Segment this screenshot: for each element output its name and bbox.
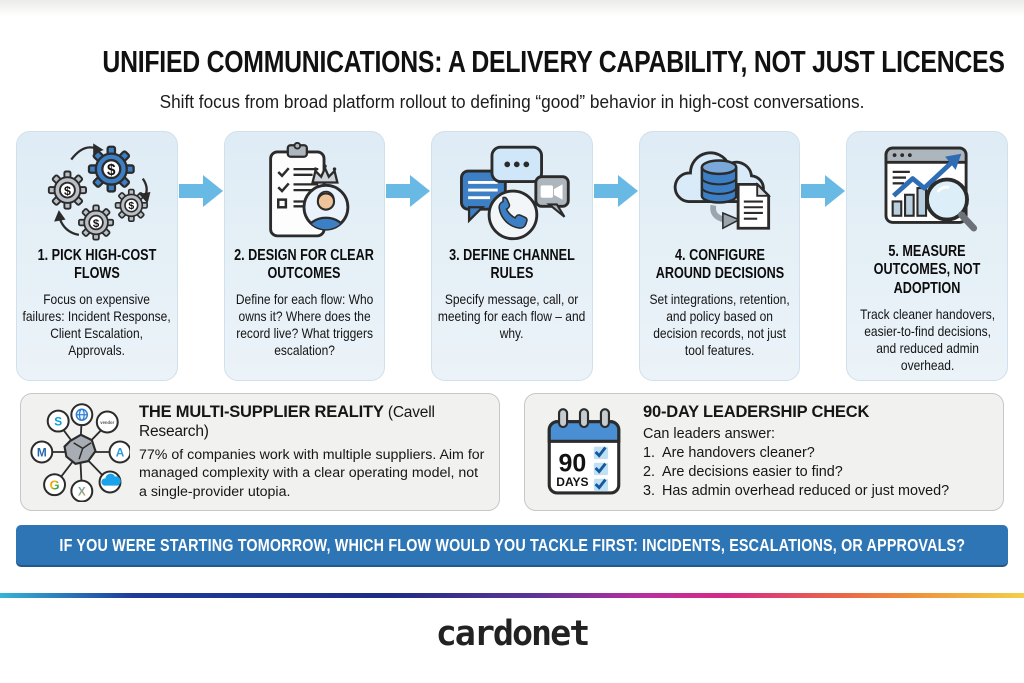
flow-arrow-icon [593,131,639,381]
list-item: 1. Are handovers cleaner? [643,444,991,463]
multi-supplier-content: THE MULTI-SUPPLIER REALITY (Cavell Resea… [139,403,487,501]
step-heading: 3. DEFINE CHANNEL RULES [449,247,575,283]
leadership-check-intro: Can leaders answer: [643,425,775,442]
question-banner-text: IF YOU WERE STARTING TOMORROW, WHICH FLO… [59,534,965,555]
process-steps-row: $ $ $ $ 1. PICK HIGH-COST FLOWS Focus on… [0,131,1024,381]
footer: cardonet [0,598,1024,670]
info-row: S vendor M A G X THE MULTI-SUPPLIER REAL… [0,393,1024,511]
list-item-number: 1. [643,444,656,461]
svg-text:G: G [50,477,60,492]
svg-text:DAYS: DAYS [556,475,588,489]
multi-supplier-box: S vendor M A G X THE MULTI-SUPPLIER REAL… [20,393,500,511]
step-heading: 2. DESIGN FOR CLEAR OUTCOMES [234,247,375,283]
flow-arrow-icon [385,131,431,381]
gears-dollar-icon: $ $ $ $ [35,140,159,244]
flow-arrow-icon [800,131,846,381]
step-card-4: 4. CONFIGURE AROUND DECISIONS Set integr… [638,131,801,381]
step-heading: 4. CONFIGURE AROUND DECISIONS [655,247,784,283]
page-subtitle: Shift focus from broad platform rollout … [159,91,865,112]
list-item: 2. Are decisions easier to find? [643,463,991,482]
calendar-90-days-icon: 90 DAYS [533,402,635,502]
svg-text:$: $ [64,184,71,198]
svg-text:S: S [54,415,62,429]
step-heading: 5. MEASURE OUTCOMES, NOT ADOPTION [873,243,981,297]
flow-arrow-icon [178,131,224,381]
multi-supplier-title: THE MULTI-SUPPLIER REALITY (Cavell Resea… [139,402,435,440]
multi-supplier-body: 77% of companies work with multiple supp… [139,446,485,500]
svg-text:$: $ [107,162,116,179]
svg-text:$: $ [93,218,100,230]
step-card-1: $ $ $ $ 1. PICK HIGH-COST FLOWS Focus on… [16,131,178,381]
svg-text:M: M [37,446,47,460]
step-body: Define for each flow: Who owns it? Where… [235,292,374,359]
analytics-magnifier-icon [865,140,989,240]
cardonet-logo: cardonet [435,614,591,654]
top-edge-shade [0,0,1024,16]
leadership-check-content: 90-DAY LEADERSHIP CHECK Can leaders answ… [643,403,991,501]
list-item-text: Has admin overhead reduced or just moved… [662,483,950,500]
page-title: UNIFIED COMMUNICATIONS: A DELIVERY CAPAB… [102,44,1005,79]
question-banner: IF YOU WERE STARTING TOMORROW, WHICH FLO… [16,525,1008,565]
cloud-database-record-icon [658,140,782,244]
list-item: 3. Has admin overhead reduced or just mo… [643,482,991,501]
rainbow-divider [0,593,1024,598]
multi-vendor-network-icon: S vendor M A G X [29,402,131,502]
step-card-5: 5. MEASURE OUTCOMES, NOT ADOPTION Track … [846,131,1008,381]
list-item-text: Are decisions easier to find? [662,464,843,480]
svg-text:A: A [116,446,125,460]
step-heading: 1. PICK HIGH-COST FLOWS [37,247,157,283]
multi-supplier-source: (Cavell Research) [139,403,435,440]
header: UNIFIED COMMUNICATIONS: A DELIVERY CAPAB… [0,0,1024,113]
svg-text:vendor: vendor [100,420,114,425]
step-card-3: 3. DEFINE CHANNEL RULES Specify message,… [431,131,593,381]
chat-call-video-icon [450,140,574,244]
clipboard-owner-icon [242,140,366,244]
step-body: Focus on expensive failures: Incident Re… [22,292,171,359]
leadership-check-title: 90-DAY LEADERSHIP CHECK [643,402,870,421]
svg-text:90: 90 [559,450,587,478]
step-body: Track cleaner handovers, easier-to-find … [859,306,995,373]
svg-text:$: $ [128,201,134,212]
step-body: Specify message, call, or meeting for ea… [438,292,586,342]
step-card-2: 2. DESIGN FOR CLEAR OUTCOMES Define for … [223,131,386,381]
leadership-check-box: 90 DAYS 90-DAY LEADERSHIP CHECK Can lead… [524,393,1004,511]
list-item-text: Are handovers cleaner? [662,444,815,461]
step-body: Set integrations, retention, and policy … [649,292,790,359]
svg-text:X: X [78,485,86,499]
list-item-number: 3. [643,483,656,500]
list-item-number: 2. [643,464,656,480]
